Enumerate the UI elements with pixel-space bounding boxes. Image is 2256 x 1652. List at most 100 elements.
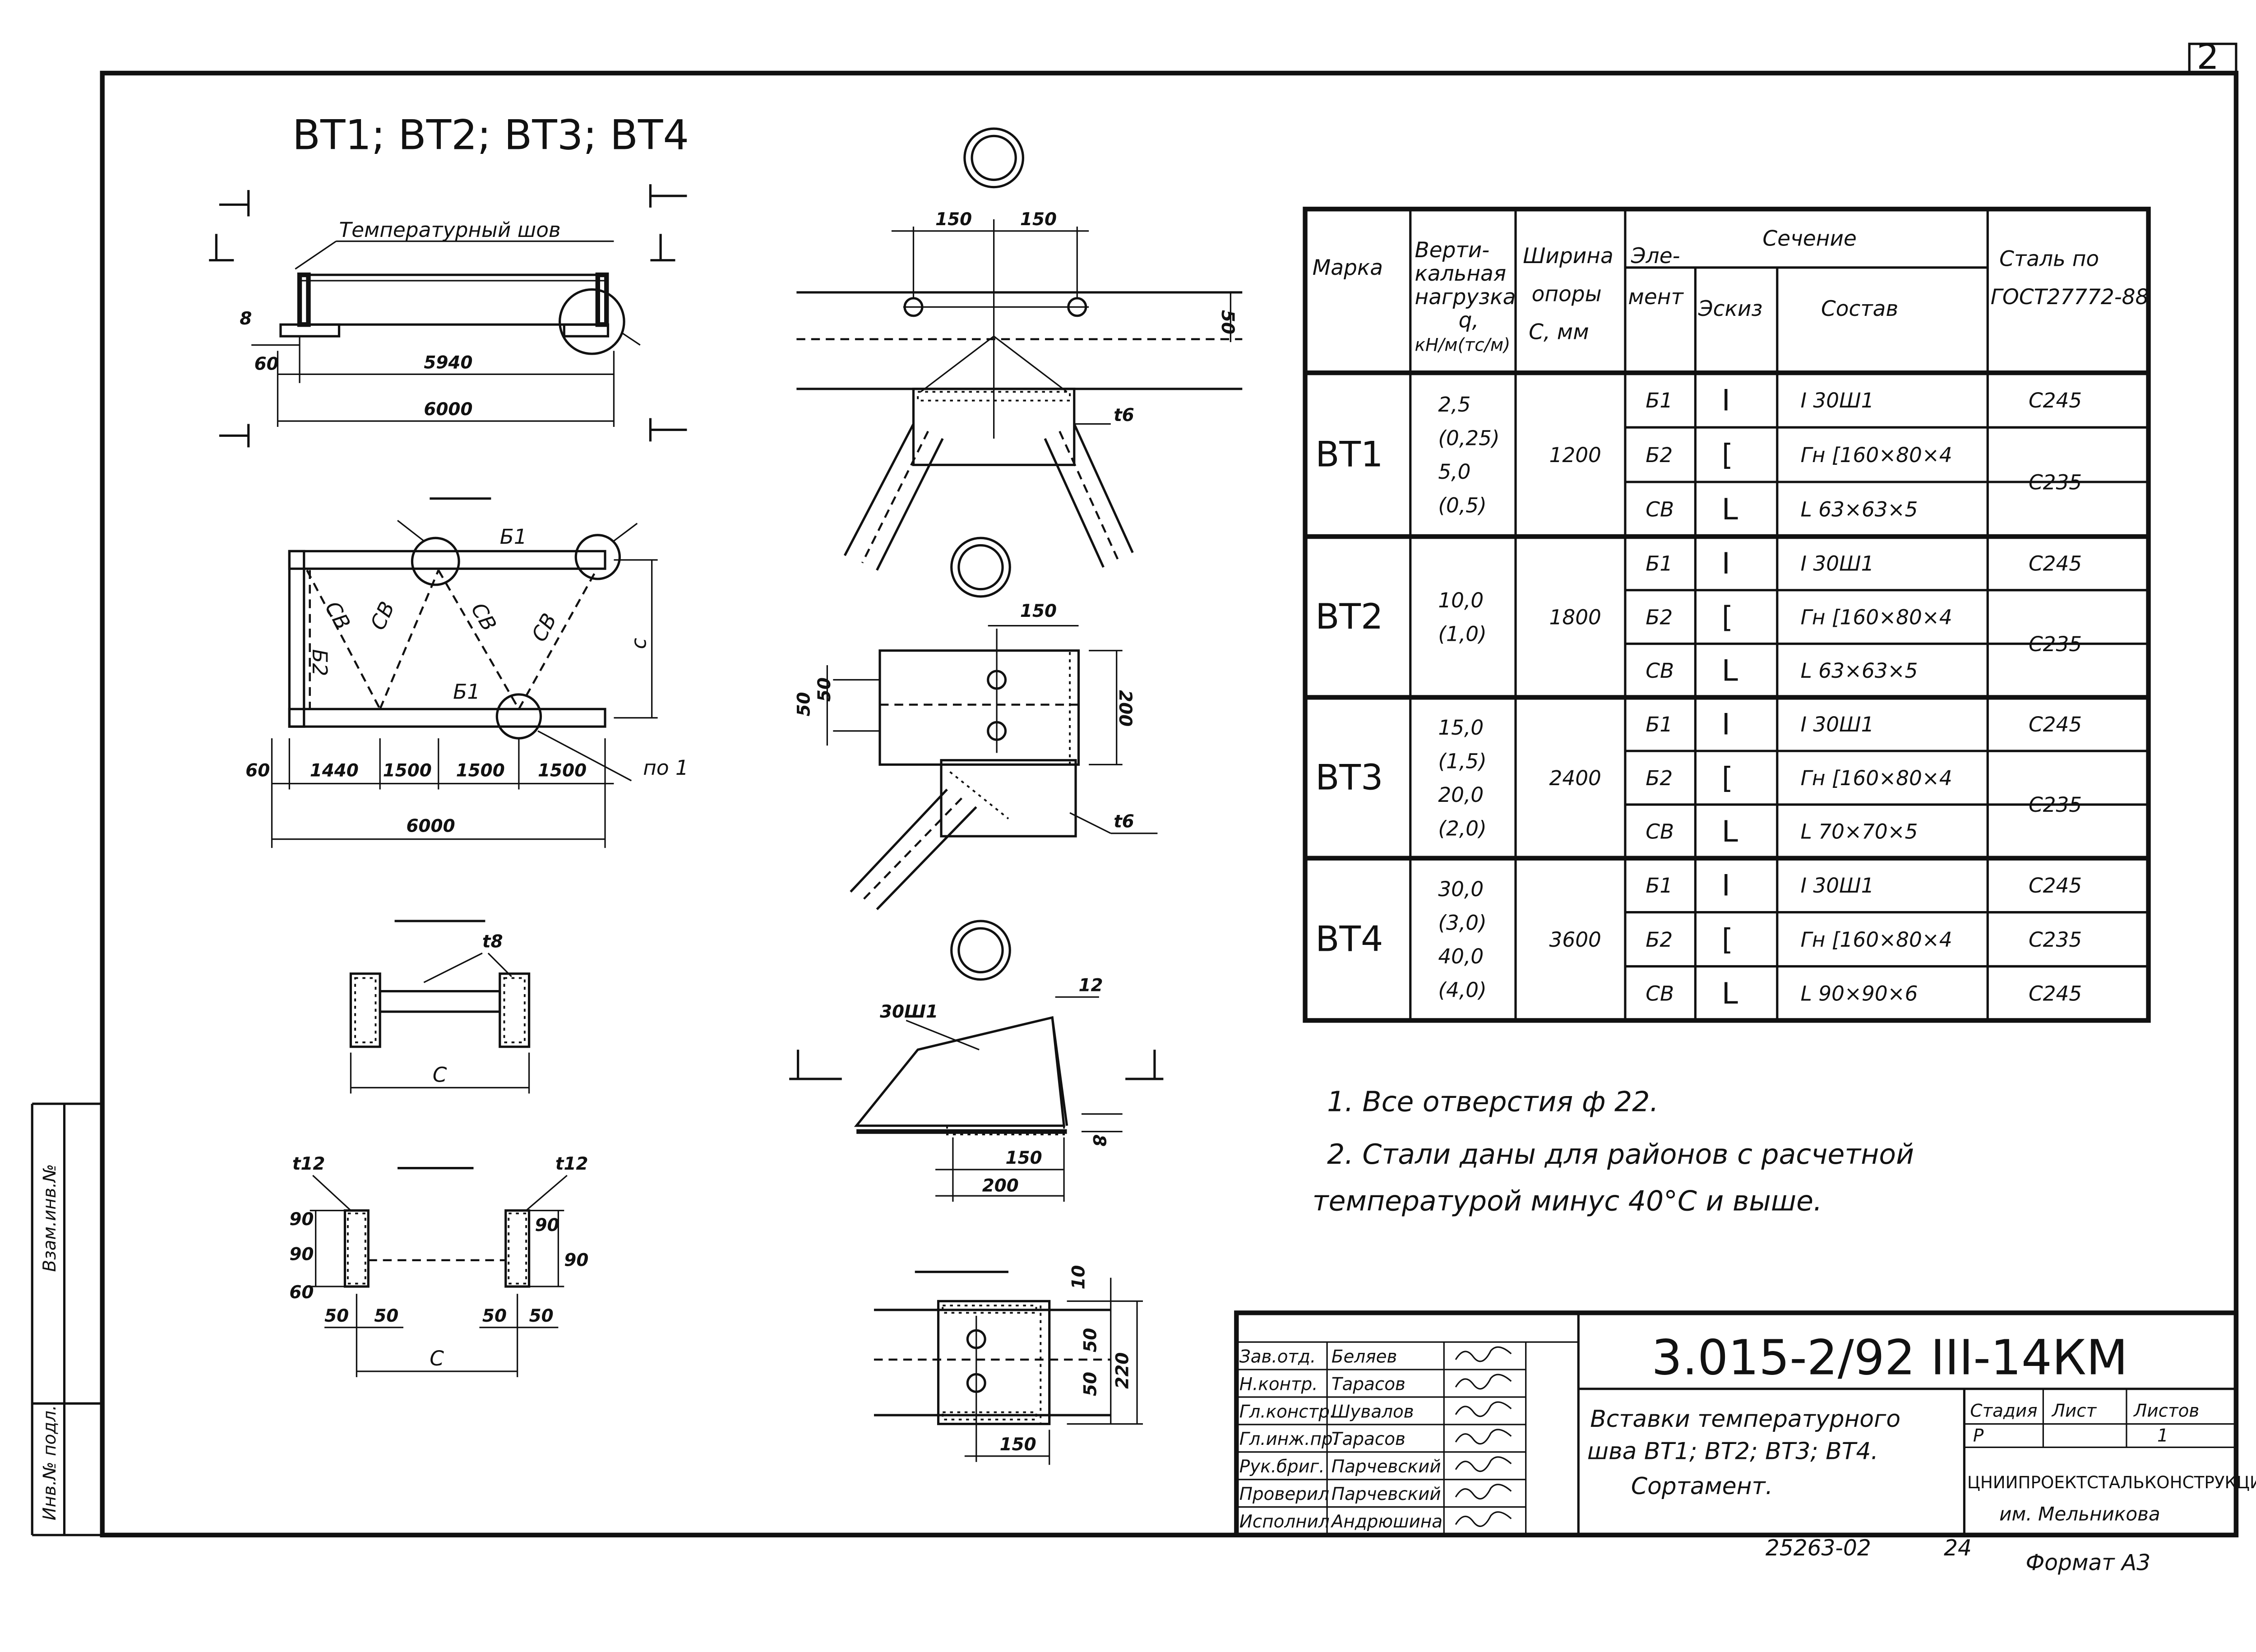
table-composition: Гн [160×80×4	[1801, 605, 1952, 629]
dim-t12-right: t12	[555, 1154, 588, 1174]
table-mark: ВТ4	[1315, 919, 1383, 959]
dim-50-d: 50	[529, 1306, 554, 1326]
table-load: 15,0	[1438, 716, 1484, 740]
stamp-role: Зав.отд.	[1239, 1347, 1316, 1367]
table-steel: С235	[2029, 928, 2082, 952]
table-element: СВ	[1646, 820, 1674, 844]
dim-10-d44: 10	[1068, 1265, 1089, 1289]
stamp-person: Шувалов	[1331, 1402, 1414, 1422]
dim-t6-d2: t6	[1114, 812, 1134, 832]
table-sketch: I	[1722, 708, 1730, 741]
dim-150-d1a: 150	[935, 209, 972, 230]
label-30sh1: 30Ш1	[880, 1002, 938, 1022]
table-load: (1,0)	[1438, 622, 1486, 646]
dim-8-d3: 8	[1089, 1134, 1109, 1147]
table-width: 3600	[1549, 928, 1601, 952]
table-sketch: L	[1722, 493, 1738, 527]
table-steel: С245	[2029, 982, 2082, 1006]
table-composition: Гн [160×80×4	[1801, 928, 1952, 952]
stamp-role: Гл.констр.	[1239, 1402, 1335, 1422]
stamp-role: Гл.инж.пр.	[1239, 1429, 1338, 1449]
table-mark: ВТ3	[1315, 757, 1383, 798]
table-composition: L 70×70×5	[1801, 820, 1918, 844]
table-mark: ВТ2	[1315, 597, 1383, 637]
table-composition: Гн [160×80×4	[1801, 766, 1952, 790]
dim-50-d44a: 50	[1080, 1328, 1100, 1352]
stamp-organization-sub: им. Мельникова	[1999, 1503, 2160, 1525]
dim-150-d2: 150	[1020, 601, 1057, 621]
table-composition: I 30Ш1	[1801, 552, 1874, 576]
table-steel: С235	[2029, 632, 2082, 656]
signature-icon	[1455, 1401, 1512, 1417]
table-load: 40,0	[1438, 944, 1484, 968]
table-element: Б2	[1646, 605, 1673, 629]
th-load-2: кальная	[1415, 261, 1507, 286]
table-sketch: L	[1722, 977, 1738, 1011]
margin-label-original: Инв.№ подл.	[40, 1405, 60, 1521]
table-load: (1,5)	[1438, 750, 1486, 773]
dim-1440: 1440	[310, 760, 359, 781]
dim-50-d2a: 50	[794, 692, 814, 716]
th-element-2: мент	[1628, 285, 1684, 310]
dim-60-c: 60	[289, 1282, 314, 1303]
table-element: Б1	[1646, 713, 1673, 736]
profiles-table: Марка Верти- кальная нагрузка q, кН/м(тс…	[1303, 207, 2151, 1023]
note-2-line-1: 2. Стали даны для районов с расчетной	[1327, 1138, 1914, 1171]
dim-t8: t8	[482, 931, 503, 952]
table-composition: Гн [160×80×4	[1801, 443, 1952, 467]
table-sketch: [	[1722, 923, 1733, 957]
footer: 25263-02 24 Формат А3	[1766, 1536, 2150, 1575]
table-load: 5,0	[1438, 460, 1470, 484]
th-composition: Состав	[1821, 296, 1898, 321]
member-b1-top: Б1	[500, 525, 527, 549]
dim-60: 60	[254, 354, 279, 375]
signature-icon	[1455, 1374, 1512, 1390]
th-width-2: опоры	[1532, 282, 1602, 306]
table-steel: С245	[2029, 389, 2082, 412]
stamp-desc-3: Сортамент.	[1631, 1473, 1773, 1500]
stamp-role: Исполнил	[1239, 1512, 1330, 1532]
table-sketch: [	[1722, 761, 1733, 795]
table-load: (4,0)	[1438, 978, 1486, 1002]
signature-icon	[1455, 1456, 1512, 1472]
dim-1500-c: 1500	[538, 760, 587, 781]
stamp-desc-2: шва ВТ1; ВТ2; ВТ3; ВТ4.	[1587, 1438, 1878, 1465]
table-width: 2400	[1549, 766, 1601, 790]
table-load: (2,0)	[1438, 817, 1486, 841]
section-1-1: Б1 Б1 СВ СВ СВ СВ Б2 с 60 1440 1500 1500…	[245, 497, 689, 848]
table-load: 2,5	[1438, 393, 1470, 416]
stamp-person: Тарасов	[1331, 1374, 1405, 1394]
table-sketch: I	[1722, 869, 1730, 902]
dim-150-d44: 150	[1000, 1435, 1036, 1455]
dim-90-c: 90	[535, 1215, 559, 1236]
dim-6000-b: 6000	[406, 816, 455, 836]
table-width: 1200	[1549, 443, 1601, 467]
table-composition: I 30Ш1	[1801, 713, 1874, 736]
signature-icon	[1455, 1511, 1512, 1527]
table-element: Б2	[1646, 928, 1673, 952]
table-load: 30,0	[1438, 877, 1484, 901]
signature-icon	[1455, 1346, 1512, 1362]
note-1: 1. Все отверстия ф 22.	[1327, 1085, 1659, 1118]
table-composition: I 30Ш1	[1801, 389, 1874, 412]
dim-6000: 6000	[424, 399, 472, 420]
dim-5940: 5940	[424, 352, 472, 373]
th-steel-2: ГОСТ27772-88	[1991, 285, 2149, 310]
th-marka: Марка	[1313, 255, 1383, 280]
member-cv-2: СВ	[366, 598, 400, 634]
stamp-sheet-label: Лист	[2051, 1401, 2097, 1421]
th-width-1: Ширина	[1523, 244, 1613, 268]
dim-220-d44: 220	[1113, 1352, 1133, 1389]
signature-icon	[1455, 1484, 1512, 1499]
table-mark: ВТ1	[1315, 434, 1383, 475]
detail-3: 30Ш1 12 8 150 200	[789, 920, 1164, 1202]
section-2-2: t8 С	[349, 920, 531, 1094]
th-load-4: q,	[1459, 308, 1479, 333]
stamp-person: Парчевский	[1331, 1484, 1441, 1504]
drawing-title: ВТ1; ВТ2; ВТ3; ВТ4	[292, 111, 689, 159]
dim-c-2-2: С	[433, 1063, 447, 1087]
footer-doc-number: 25263-02	[1766, 1536, 1871, 1561]
table-element: СВ	[1646, 982, 1674, 1006]
table-sketch: I	[1722, 384, 1730, 417]
